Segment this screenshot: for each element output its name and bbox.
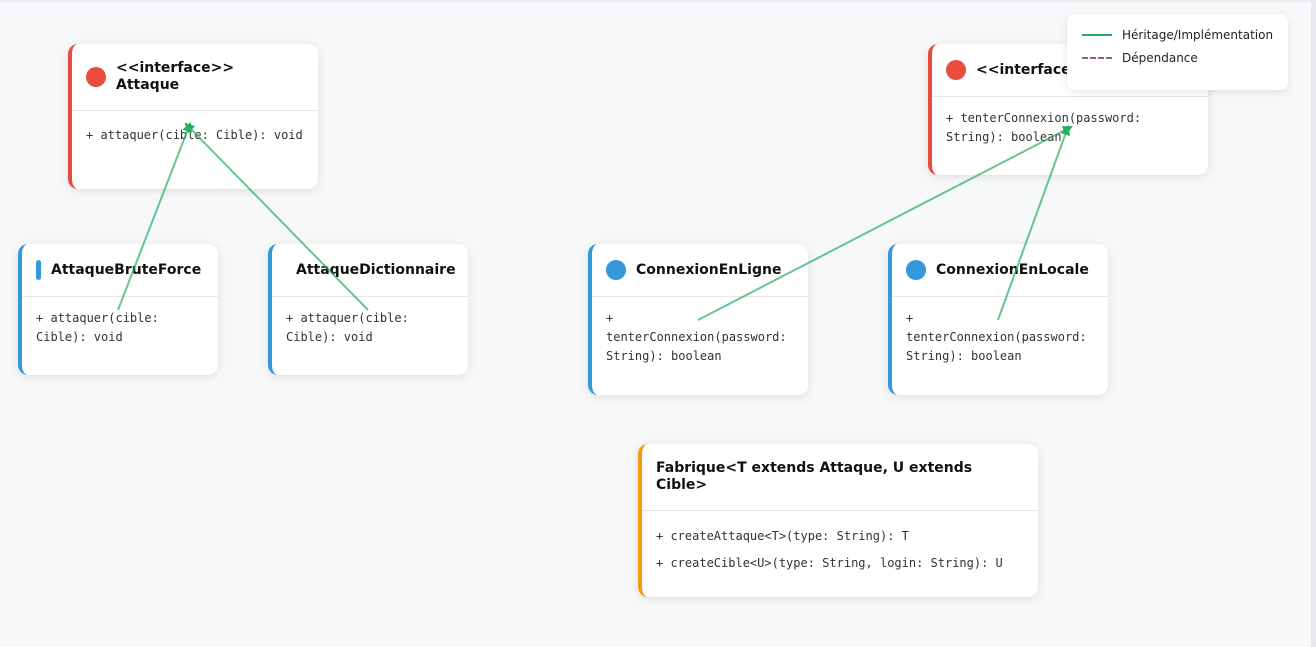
box-methods: + attaquer(cible: Cible): void: [72, 111, 318, 157]
box-header: AttaqueDictionnaire: [272, 244, 468, 297]
legend-label: Dépendance: [1122, 51, 1198, 65]
method-tenter-connexion: + tenterConnexion(password: String): boo…: [906, 311, 1087, 363]
method-attaquer: + attaquer(cible: Cible): void: [36, 311, 159, 344]
legend-item-inheritance: Héritage/Implémentation: [1082, 28, 1273, 42]
box-header: AttaqueBruteForce: [22, 244, 218, 297]
class-name: AttaqueBruteForce: [51, 261, 202, 278]
class-name: AttaqueDictionnaire: [296, 261, 456, 278]
class-circle-icon: [36, 260, 41, 280]
interface-circle-icon: [86, 67, 106, 87]
stereotype-label: <<interface>>: [116, 60, 235, 76]
class-circle-icon: [906, 260, 926, 280]
box-methods: + attaquer(cible: Cible): void: [272, 297, 468, 359]
box-header: <<interface>> Attaque: [72, 44, 318, 111]
method-attaquer: + attaquer(cible: Cible): void: [286, 311, 409, 344]
legend-label: Héritage/Implémentation: [1122, 28, 1274, 42]
class-connexion-en-locale-box[interactable]: ConnexionEnLocale + tenterConnexion(pass…: [888, 244, 1108, 395]
top-border: [0, 0, 1316, 3]
box-methods: + createAttaque<T>(type: String): T + cr…: [642, 511, 1038, 593]
class-attaque-brute-force-box[interactable]: AttaqueBruteForce + attaquer(cible: Cibl…: [18, 244, 218, 375]
box-header: Fabrique<T extends Attaque, U extends Ci…: [642, 444, 1038, 511]
box-methods: + tenterConnexion(password: String): boo…: [892, 297, 1108, 378]
class-fabrique-box[interactable]: Fabrique<T extends Attaque, U extends Ci…: [638, 444, 1038, 597]
box-methods: + attaquer(cible: Cible): void: [22, 297, 218, 359]
interface-attaque-box[interactable]: <<interface>> Attaque + attaquer(cible: …: [68, 44, 318, 189]
method-tenter-connexion: + tenterConnexion(password: String): boo…: [606, 311, 787, 363]
box-header: ConnexionEnLigne: [592, 244, 808, 297]
method-attaquer: + attaquer(cible: Cible): void: [86, 128, 303, 142]
method-tenter-connexion: + tenterConnexion(password: String): boo…: [946, 111, 1142, 144]
dashed-line-icon: [1082, 57, 1112, 59]
class-attaque-dictionnaire-box[interactable]: AttaqueDictionnaire + attaquer(cible: Ci…: [268, 244, 468, 375]
class-name: Fabrique<T extends Attaque, U extends Ci…: [656, 460, 973, 493]
legend-item-dependency: Dépendance: [1082, 51, 1198, 65]
class-connexion-en-ligne-box[interactable]: ConnexionEnLigne + tenterConnexion(passw…: [588, 244, 808, 395]
solid-line-icon: [1082, 34, 1112, 36]
interface-circle-icon: [946, 60, 966, 80]
class-circle-icon: [606, 260, 626, 280]
class-name: ConnexionEnLocale: [936, 261, 1089, 278]
box-methods: + tenterConnexion(password: String): boo…: [932, 97, 1208, 159]
interface-name: Attaque: [116, 77, 180, 93]
method-create-attaque: + createAttaque<T>(type: String): T: [656, 529, 909, 543]
box-header: ConnexionEnLocale: [892, 244, 1108, 297]
legend: Héritage/Implémentation Dépendance: [1067, 14, 1288, 90]
class-name: ConnexionEnLigne: [636, 261, 782, 278]
method-create-cible: + createCible<U>(type: String, login: St…: [656, 556, 1003, 570]
vertical-scrollbar[interactable]: [1311, 0, 1316, 647]
class-name: <<interface>> Attaque: [116, 60, 234, 94]
box-methods: + tenterConnexion(password: String): boo…: [592, 297, 808, 378]
